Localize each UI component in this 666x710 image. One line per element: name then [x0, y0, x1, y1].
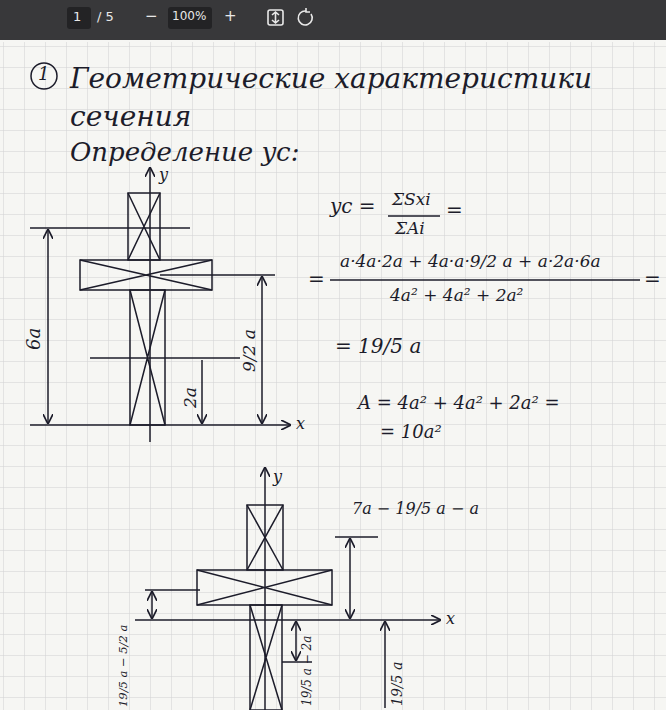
formula: =	[644, 268, 661, 290]
formula: A = 4a² + 4a² + 2a² =	[358, 393, 560, 413]
dimension: 2a	[181, 387, 200, 408]
formula-result: = 10a²	[380, 422, 442, 442]
subheading: Определение yc:	[70, 138, 299, 167]
zoom-level: 100%	[172, 10, 206, 23]
axis-label: y	[273, 468, 282, 486]
page-title: Геометрические характеристики сечения	[70, 60, 610, 136]
axis-label: x	[446, 610, 455, 628]
zoom-in: +	[224, 8, 237, 25]
grid-paper	[0, 42, 666, 710]
formula: yc =	[330, 195, 376, 217]
axis-label: x	[296, 415, 305, 433]
page-number: 1	[73, 10, 81, 24]
zoom-out: −	[145, 8, 158, 25]
formula: a·4a·2a + 4a·a·9/2 a + a·2a·6a	[340, 252, 601, 271]
formula: ΣSxi	[392, 190, 431, 209]
dimension: 19/5 a	[390, 662, 405, 706]
dimension: 9/2 a	[240, 329, 259, 372]
formula: =	[308, 268, 325, 290]
dimension: 6a	[24, 328, 44, 350]
viewer-toolbar	[0, 0, 666, 40]
toolbar-icons	[268, 8, 312, 25]
formula: 4a² + 4a² + 2a²	[390, 286, 523, 305]
dimension: 19/5 a − 5/2 a	[117, 625, 130, 707]
zoom-box	[168, 7, 212, 29]
page-box	[67, 7, 91, 29]
formula: ΣAi	[395, 219, 425, 238]
axis-label: y	[159, 166, 168, 184]
page-count: / 5	[97, 10, 114, 24]
formula: =	[446, 199, 463, 221]
formula-result: = 19/5 a	[335, 335, 421, 357]
dimension: 19/5 a − 2a	[301, 636, 314, 706]
section-number: 1	[38, 64, 49, 84]
dimension: 7a − 19/5 a − a	[352, 500, 479, 518]
